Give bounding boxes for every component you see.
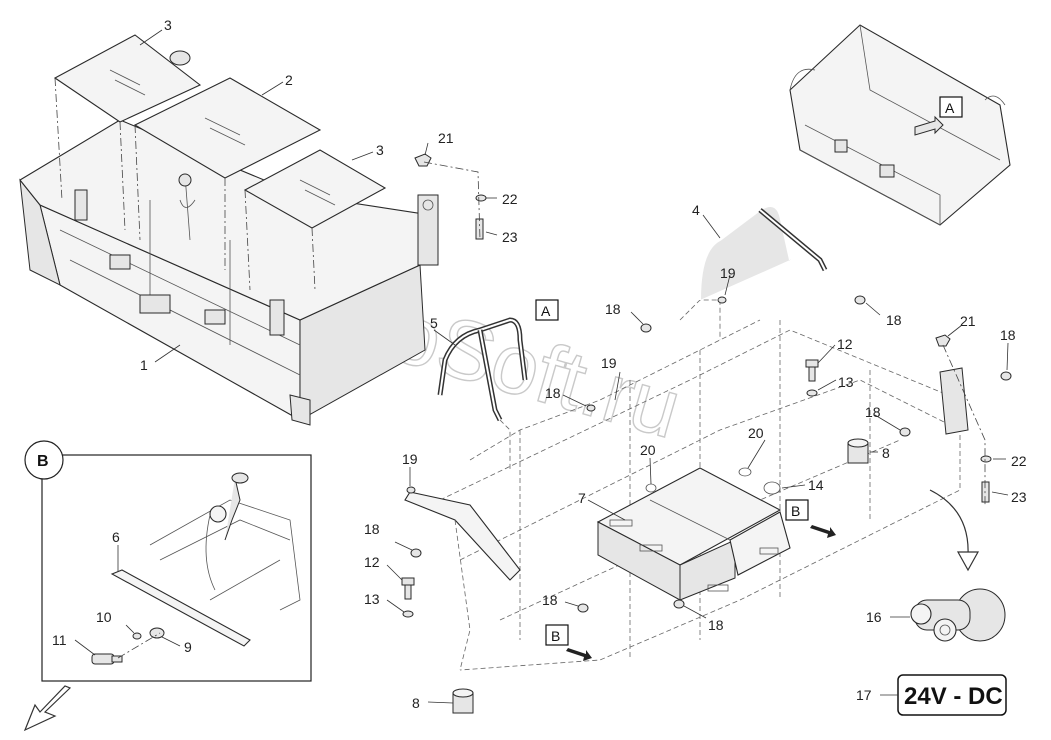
callout-5: 5 bbox=[430, 315, 438, 331]
hopper-plate bbox=[139, 294, 171, 314]
callout-21: 21 bbox=[438, 130, 454, 146]
bolt-11 bbox=[91, 653, 115, 665]
callout-22: 22 bbox=[1011, 453, 1027, 469]
view-a-box-mid bbox=[535, 299, 559, 321]
grommets-18 bbox=[410, 295, 1012, 613]
callout-2: 2 bbox=[285, 72, 293, 88]
washer-9 bbox=[149, 627, 165, 639]
cover-2-center bbox=[133, 77, 322, 179]
bumper-8-lower bbox=[452, 688, 474, 714]
callout-18: 18 bbox=[1000, 327, 1016, 343]
callout-18: 18 bbox=[364, 521, 380, 537]
view-b-arrow-low bbox=[566, 648, 592, 661]
view-b-box-low bbox=[545, 624, 569, 646]
callout-numbers: 3 2 3 1 21 22 23 4 5 18 19 18 12 13 21 1… bbox=[52, 17, 1027, 711]
view-b-label-mid: B bbox=[791, 503, 800, 519]
callout-1: 1 bbox=[140, 357, 148, 373]
hopper-window-left bbox=[109, 254, 131, 270]
view-b-arrow-mid bbox=[810, 525, 836, 538]
callout-18: 18 bbox=[865, 404, 881, 420]
bolt-12-upper bbox=[805, 359, 819, 397]
inset-frame bbox=[789, 24, 1011, 226]
washer-22-right bbox=[980, 455, 992, 463]
connector-16 bbox=[910, 588, 1006, 642]
callout-12: 12 bbox=[364, 554, 380, 570]
view-a-label-mid: A bbox=[541, 303, 551, 319]
direction-arrow bbox=[23, 685, 72, 732]
hopper-covers bbox=[53, 34, 387, 291]
callout-18: 18 bbox=[605, 301, 621, 317]
strip-6 bbox=[110, 569, 251, 647]
detail-b-frame bbox=[41, 454, 312, 682]
cover-3-right bbox=[243, 149, 387, 229]
callout-20: 20 bbox=[748, 425, 764, 441]
callout-23: 23 bbox=[1011, 489, 1027, 505]
callout-3: 3 bbox=[164, 17, 172, 33]
callout-17: 17 bbox=[856, 687, 872, 703]
callout-18: 18 bbox=[886, 312, 902, 328]
callout-19: 19 bbox=[402, 451, 418, 467]
o-ring-14 bbox=[763, 481, 781, 495]
chassis-side-beam bbox=[404, 491, 521, 581]
bolt-23-right bbox=[981, 481, 990, 503]
detail-b-circle bbox=[24, 440, 64, 480]
callout-13: 13 bbox=[838, 374, 854, 390]
inset-arrow bbox=[914, 115, 944, 136]
ring-20-b bbox=[738, 467, 752, 477]
view-a-box-top bbox=[939, 96, 963, 118]
callout-6: 6 bbox=[112, 529, 120, 545]
inset-view-a bbox=[789, 24, 1011, 226]
voltage-label: 24V - DC bbox=[904, 683, 1003, 710]
callout-22: 22 bbox=[502, 191, 518, 207]
callout-7: 7 bbox=[578, 490, 586, 506]
callout-20: 20 bbox=[640, 442, 656, 458]
callout-18: 18 bbox=[545, 385, 561, 401]
callout-10: 10 bbox=[96, 609, 112, 625]
chassis-right-bracket bbox=[939, 367, 969, 435]
callout-3: 3 bbox=[376, 142, 384, 158]
callout-9: 9 bbox=[184, 639, 192, 655]
view-a-label-top: A bbox=[945, 100, 955, 116]
hopper-post-right bbox=[417, 194, 439, 266]
leader-lines bbox=[74, 29, 1009, 704]
detail-b-drawing bbox=[91, 472, 301, 665]
callout-16: 16 bbox=[866, 609, 882, 625]
wing-bolt-21 bbox=[414, 153, 432, 167]
callout-11: 11 bbox=[52, 632, 67, 648]
callout-21: 21 bbox=[960, 313, 976, 329]
hopper-window-right bbox=[204, 309, 226, 325]
washer-22 bbox=[475, 194, 487, 202]
callout-13: 13 bbox=[364, 591, 380, 607]
callout-14: 14 bbox=[808, 477, 824, 493]
callout-18: 18 bbox=[708, 617, 724, 633]
bumper-8-upper bbox=[847, 438, 869, 464]
ring-20-a bbox=[645, 483, 657, 493]
callout-8: 8 bbox=[412, 695, 420, 711]
view-b-label-low: B bbox=[551, 628, 560, 644]
view-b-box-mid bbox=[785, 499, 809, 521]
callout-4: 4 bbox=[692, 202, 700, 218]
battery-trays-7 bbox=[596, 467, 791, 601]
fastener-set-top bbox=[414, 153, 487, 241]
curved-arrow bbox=[929, 489, 969, 556]
callout-23: 23 bbox=[502, 229, 518, 245]
callout-12: 12 bbox=[837, 336, 853, 352]
callout-8: 8 bbox=[882, 445, 890, 461]
washer-10 bbox=[132, 632, 142, 640]
callout-18: 18 bbox=[542, 592, 558, 608]
grommets-19 bbox=[406, 296, 727, 494]
detail-b-label: B bbox=[37, 453, 49, 470]
callout-19: 19 bbox=[601, 355, 617, 371]
wing-bolt-21-right bbox=[935, 334, 951, 347]
bolt-12-lower bbox=[401, 577, 415, 618]
callout-19: 19 bbox=[720, 265, 736, 281]
chassis-frame bbox=[404, 299, 969, 671]
